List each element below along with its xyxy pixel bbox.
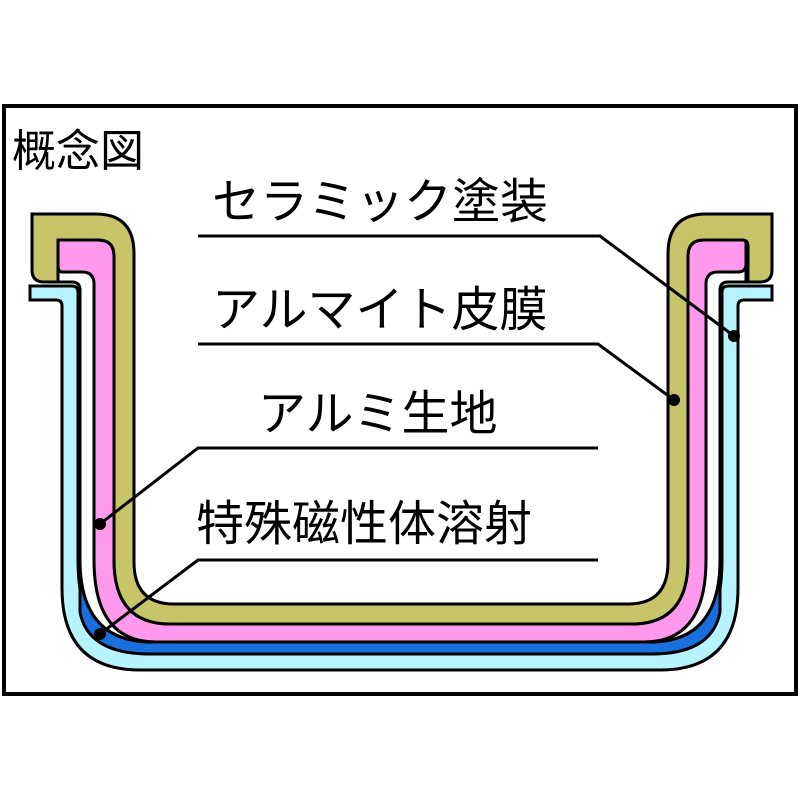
leader-line-magnetic [99, 558, 598, 636]
leader-dot-alumite [668, 394, 680, 406]
label-magnetic-spray: 特殊磁性体溶射 [196, 496, 532, 552]
label-ceramic-coating: セラミック塗装 [212, 174, 548, 230]
leader-dot-ceramic [728, 330, 740, 342]
label-aluminum-base: アルミ生地 [258, 386, 498, 442]
leader-dot-magnetic [94, 628, 106, 640]
ceramic-coating-layer [30, 212, 774, 626]
leader-dot-aluminum [94, 518, 106, 530]
leader-line-aluminum [99, 446, 598, 526]
label-alumite-film: アルマイト皮膜 [212, 282, 548, 338]
leader-line-alumite [198, 342, 675, 402]
diagram-title: 概念図 [12, 126, 144, 177]
leader-line-ceramic [198, 234, 735, 338]
